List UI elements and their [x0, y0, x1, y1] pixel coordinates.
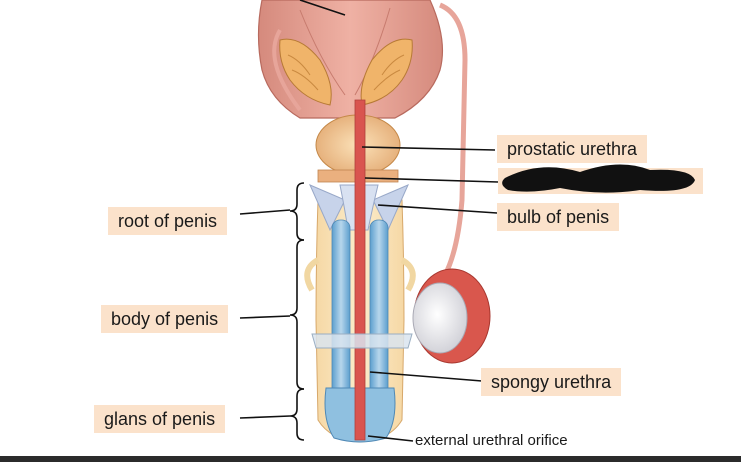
redaction-scribble — [502, 164, 695, 193]
label-root-of-penis: root of penis — [108, 207, 228, 235]
urethra — [354, 99, 366, 441]
testis — [412, 268, 491, 364]
label-spongy-urethra: spongy urethra — [481, 368, 622, 396]
leader-lines — [239, 0, 499, 442]
bottom-bar — [0, 456, 741, 462]
ductus-deferens — [438, 2, 468, 277]
label-body-of-penis: body of penis — [101, 305, 229, 333]
label-glans-of-penis: glans of penis — [94, 405, 226, 433]
label-prostatic-urethra: prostatic urethra — [497, 135, 648, 163]
label-external-urethral-orifice: external urethral orifice — [415, 432, 568, 449]
section-plane — [311, 333, 413, 349]
ductus-deferens-left — [272, 28, 302, 112]
label-bulb-of-penis: bulb of penis — [497, 203, 620, 231]
seminal-vesicle-left — [279, 38, 332, 106]
brackets — [289, 182, 305, 441]
